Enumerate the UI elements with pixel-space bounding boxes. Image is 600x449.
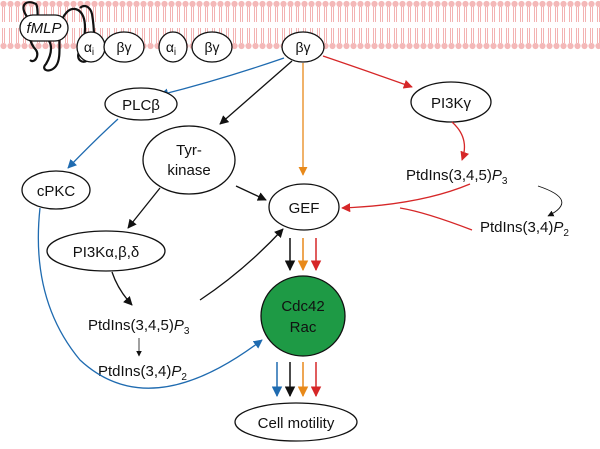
arrow-plcb-to-cpkc [67, 118, 119, 169]
g-beta-gamma-1 [103, 31, 145, 63]
arrow-bg-to-pi3kgamma [322, 55, 413, 89]
pi3k-gamma-label: PI3Kγ [431, 95, 472, 112]
arrow-right-pip3-to-pip2 [537, 185, 563, 217]
cpkc-node [21, 170, 91, 210]
arrow-bg-to-plcb [159, 57, 285, 98]
free-beta-gamma: βγ [281, 31, 325, 63]
arrow-right-pip3-to-gef [341, 183, 471, 213]
arrow-right-pip2-to-gef [399, 207, 473, 231]
right-pip2-label: PtdIns(3,4)P2 [480, 219, 569, 239]
fmlp-ligand [19, 14, 69, 42]
pi3k-abd-label: PI3Kα,β,δ [73, 244, 140, 261]
fmlp-label: fMLP [26, 20, 61, 37]
tyr-kinase-label-1: Tyr- [176, 142, 202, 159]
right-pip3-label: PtdIns(3,4,5)P3 [406, 167, 508, 187]
pi3k-abd-node [46, 230, 166, 272]
g-protein-2: αi βγ [158, 31, 233, 63]
tyr-kinase-label-2: kinase [167, 162, 210, 179]
svg-text:αi: αi [84, 39, 94, 58]
left-pip2-label: PtdIns(3,4)P2 [98, 363, 187, 383]
g-alpha-1-sub: i [92, 47, 94, 58]
arrow-pi3k-to-pip3 [111, 271, 133, 306]
arrow-cpkc-to-cdc42 [37, 207, 263, 389]
plcb-label: PLCβ [122, 97, 160, 114]
g-beta-gamma-1-label: βγ [116, 39, 131, 55]
cdc42-rac-node [260, 275, 346, 357]
fmlp-receptor: fMLP [19, 1, 96, 72]
tyr-kinase-node [142, 125, 236, 195]
left-pip3-label: PtdIns(3,4,5)P3 [88, 317, 190, 337]
plcb-node [104, 87, 178, 121]
arrow-left-pip3-to-gef [199, 228, 284, 301]
g-alpha-i-2 [158, 31, 188, 63]
g-alpha-2-sub: i [174, 47, 176, 58]
arrow-tyrkinase-to-pi3k [127, 187, 161, 229]
rac-label: Rac [290, 319, 317, 336]
free-beta-gamma-label: βγ [295, 39, 310, 55]
g-beta-gamma-2 [191, 31, 233, 63]
arrow-bg-to-tyrkinase [219, 60, 293, 125]
g-protein-1: αi βγ [76, 31, 145, 63]
cdc42-label: Cdc42 [281, 298, 324, 315]
free-beta-gamma-oval [281, 31, 325, 63]
gef-node [268, 183, 340, 231]
arrow-pi3kgamma-to-pip3 [451, 121, 470, 161]
gef-label: GEF [289, 200, 320, 217]
cpkc-label: cPKC [37, 183, 76, 200]
arrow-tyrkinase-to-gef [235, 185, 267, 201]
pi3k-gamma-node [410, 81, 492, 123]
cell-motility-label: Cell motility [258, 415, 335, 432]
g-alpha-1-label: α [84, 39, 92, 55]
g-beta-gamma-2-label: βγ [204, 39, 219, 55]
g-alpha-2-label: α [166, 39, 174, 55]
svg-text:αi: αi [166, 39, 176, 58]
cell-motility-node [234, 402, 358, 442]
